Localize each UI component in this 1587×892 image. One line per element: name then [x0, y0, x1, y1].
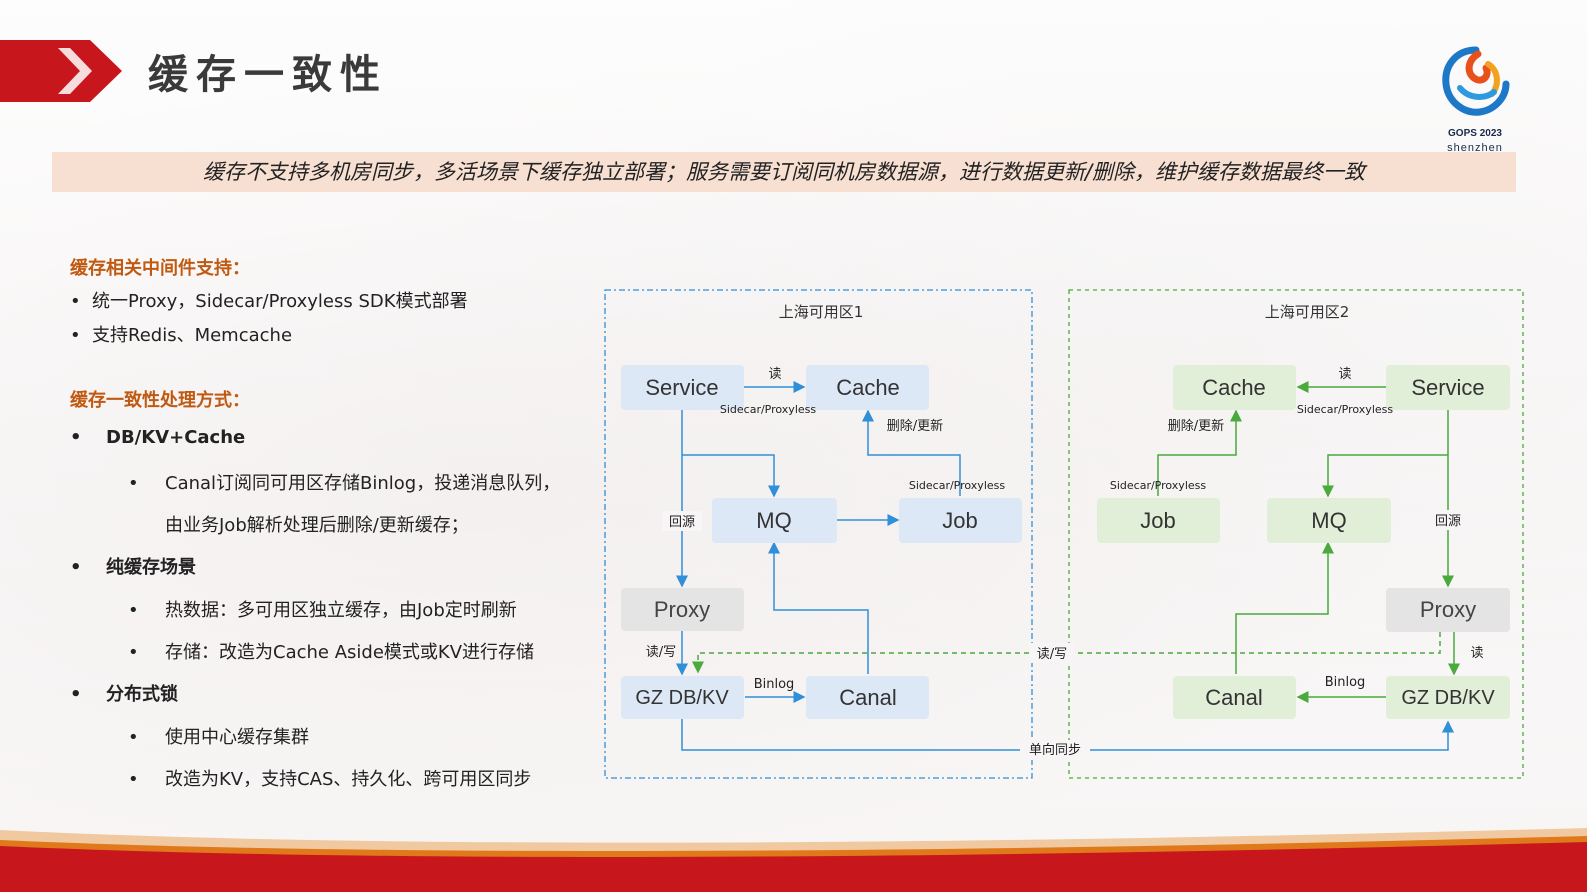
- zone2-label-read: 读: [1338, 367, 1351, 382]
- zone1-proxy-node: Proxy: [621, 588, 744, 631]
- zone2-db-node: GZ DB/KV: [1386, 676, 1510, 719]
- zone1-service-label: Service: [645, 375, 718, 400]
- method-dbkv-detail: •Canal订阅同可用区存储Binlog，投递消息队列，: [128, 473, 561, 494]
- zone1-canal-label: Canal: [839, 685, 896, 710]
- dist-lock-item: •使用中心缓存集群: [128, 727, 309, 748]
- section-middleware-title: 缓存相关中间件支持：: [70, 258, 250, 279]
- zone2-label-sidecar-job: Sidecar/Proxyless: [1110, 479, 1206, 492]
- zone2-mq-label: MQ: [1311, 508, 1346, 533]
- pure-cache-item: •热数据：多可用区独立缓存，由Job定时刷新: [128, 600, 517, 621]
- zone1-label-origin: 回源: [669, 515, 695, 530]
- middleware-item-text: 支持Redis、Memcache: [92, 325, 293, 346]
- summary-banner: 缓存不支持多机房同步，多活场景下缓存独立部署；服务需要订阅同机房数据源，进行数据…: [52, 152, 1516, 192]
- zone1-label-sidecar-job: Sidecar/Proxyless: [909, 479, 1005, 492]
- zone1-job-node: Job: [899, 498, 1022, 543]
- zone2-mq-node: MQ: [1267, 498, 1391, 543]
- zone1-cache-label: Cache: [836, 375, 900, 400]
- zone1-db-label: GZ DB/KV: [635, 687, 729, 709]
- zone2-db-label: GZ DB/KV: [1401, 687, 1495, 709]
- zone2-label-origin: 回源: [1435, 514, 1461, 529]
- page-title: 缓存一致性: [148, 52, 388, 98]
- zone2-job-label: Job: [1140, 508, 1175, 533]
- zone1-label-binlog: Binlog: [754, 677, 795, 692]
- method-dist-lock-title: 分布式锁: [106, 684, 178, 705]
- zone2-cache-label: Cache: [1202, 375, 1266, 400]
- method-pure-cache: •纯缓存场景: [70, 557, 196, 578]
- zone1-title: 上海可用区1: [779, 303, 864, 321]
- zone2-service-node: Service: [1386, 365, 1510, 410]
- zone2-border: [1068, 289, 1524, 779]
- zone1-job-label: Job: [942, 508, 977, 533]
- zone2-proxy-node: Proxy: [1386, 588, 1510, 632]
- zone1-canal-node: Canal: [806, 676, 929, 719]
- method-dbkv-line1: Canal订阅同可用区存储Binlog，投递消息队列，: [165, 473, 561, 494]
- method-dbkv-title: DB/KV+Cache: [106, 427, 246, 448]
- logo-name: GOPS 2023: [1448, 128, 1502, 139]
- zone2-canal-node: Canal: [1173, 676, 1296, 719]
- zone1-mq-label: MQ: [756, 508, 791, 533]
- zone2-service-label: Service: [1411, 375, 1484, 400]
- dist-lock-item: •改造为KV，支持CAS、持久化、跨可用区同步: [128, 769, 532, 790]
- gops-logo: GOPS 2023 shenzhen: [1432, 44, 1522, 156]
- pure-cache-item-text: 存储：改造为Cache Aside模式或KV进行存储: [165, 642, 535, 663]
- zone1-proxy-label: Proxy: [654, 597, 710, 622]
- zone2-canal-label: Canal: [1205, 685, 1262, 710]
- footer-band: [0, 828, 1587, 892]
- zone1-label-read: 读: [768, 367, 781, 382]
- method-pure-cache-title: 纯缓存场景: [106, 557, 196, 578]
- zone1-service-node: Service: [621, 365, 744, 410]
- zone2-label-delete-update: 删除/更新: [1168, 418, 1224, 434]
- zone2-label-sidecar-service: Sidecar/Proxyless: [1297, 403, 1393, 416]
- zone1-mq-node: MQ: [712, 498, 837, 543]
- zone1-label-read-write: 读/写: [646, 645, 676, 660]
- zone1-db-node: GZ DB/KV: [621, 676, 744, 719]
- zone2-title: 上海可用区2: [1265, 303, 1350, 321]
- method-dbkv-line2: 由业务Job解析处理后删除/更新缓存；: [165, 515, 469, 536]
- gops-logo-icon: [1442, 46, 1510, 116]
- title-arrow-icon: [0, 40, 122, 102]
- zone2-cache-node: Cache: [1173, 365, 1296, 410]
- logo-city: shenzhen: [1447, 142, 1503, 154]
- middleware-item-text: 统一Proxy，Sidecar/Proxyless SDK模式部署: [92, 291, 468, 312]
- zone2-label-read: 读: [1470, 646, 1483, 661]
- cross-zone-read-write-label: 读/写: [1037, 647, 1067, 662]
- middleware-item: •统一Proxy，Sidecar/Proxyless SDK模式部署: [70, 291, 468, 312]
- section-consistency-title: 缓存一致性处理方式：: [70, 390, 250, 411]
- zone1-cache-node: Cache: [806, 365, 929, 410]
- method-dbkv: •DB/KV+Cache: [70, 427, 246, 448]
- middleware-item: •支持Redis、Memcache: [70, 325, 293, 346]
- method-dist-lock: •分布式锁: [70, 684, 178, 705]
- zone1-label-delete-update: 删除/更新: [887, 418, 943, 434]
- dist-lock-item-text: 使用中心缓存集群: [165, 727, 309, 748]
- zone2-proxy-label: Proxy: [1420, 597, 1476, 622]
- one-way-sync-label: 单向同步: [1029, 742, 1081, 758]
- zone1-border: [604, 289, 1033, 779]
- zone2-label-binlog: Binlog: [1325, 675, 1366, 690]
- pure-cache-item: •存储：改造为Cache Aside模式或KV进行存储: [128, 642, 535, 663]
- zone2-job-node: Job: [1097, 498, 1220, 543]
- pure-cache-item-text: 热数据：多可用区独立缓存，由Job定时刷新: [165, 600, 517, 621]
- dist-lock-item-text: 改造为KV，支持CAS、持久化、跨可用区同步: [165, 769, 532, 790]
- zone1-label-sidecar-service: Sidecar/Proxyless: [720, 403, 816, 416]
